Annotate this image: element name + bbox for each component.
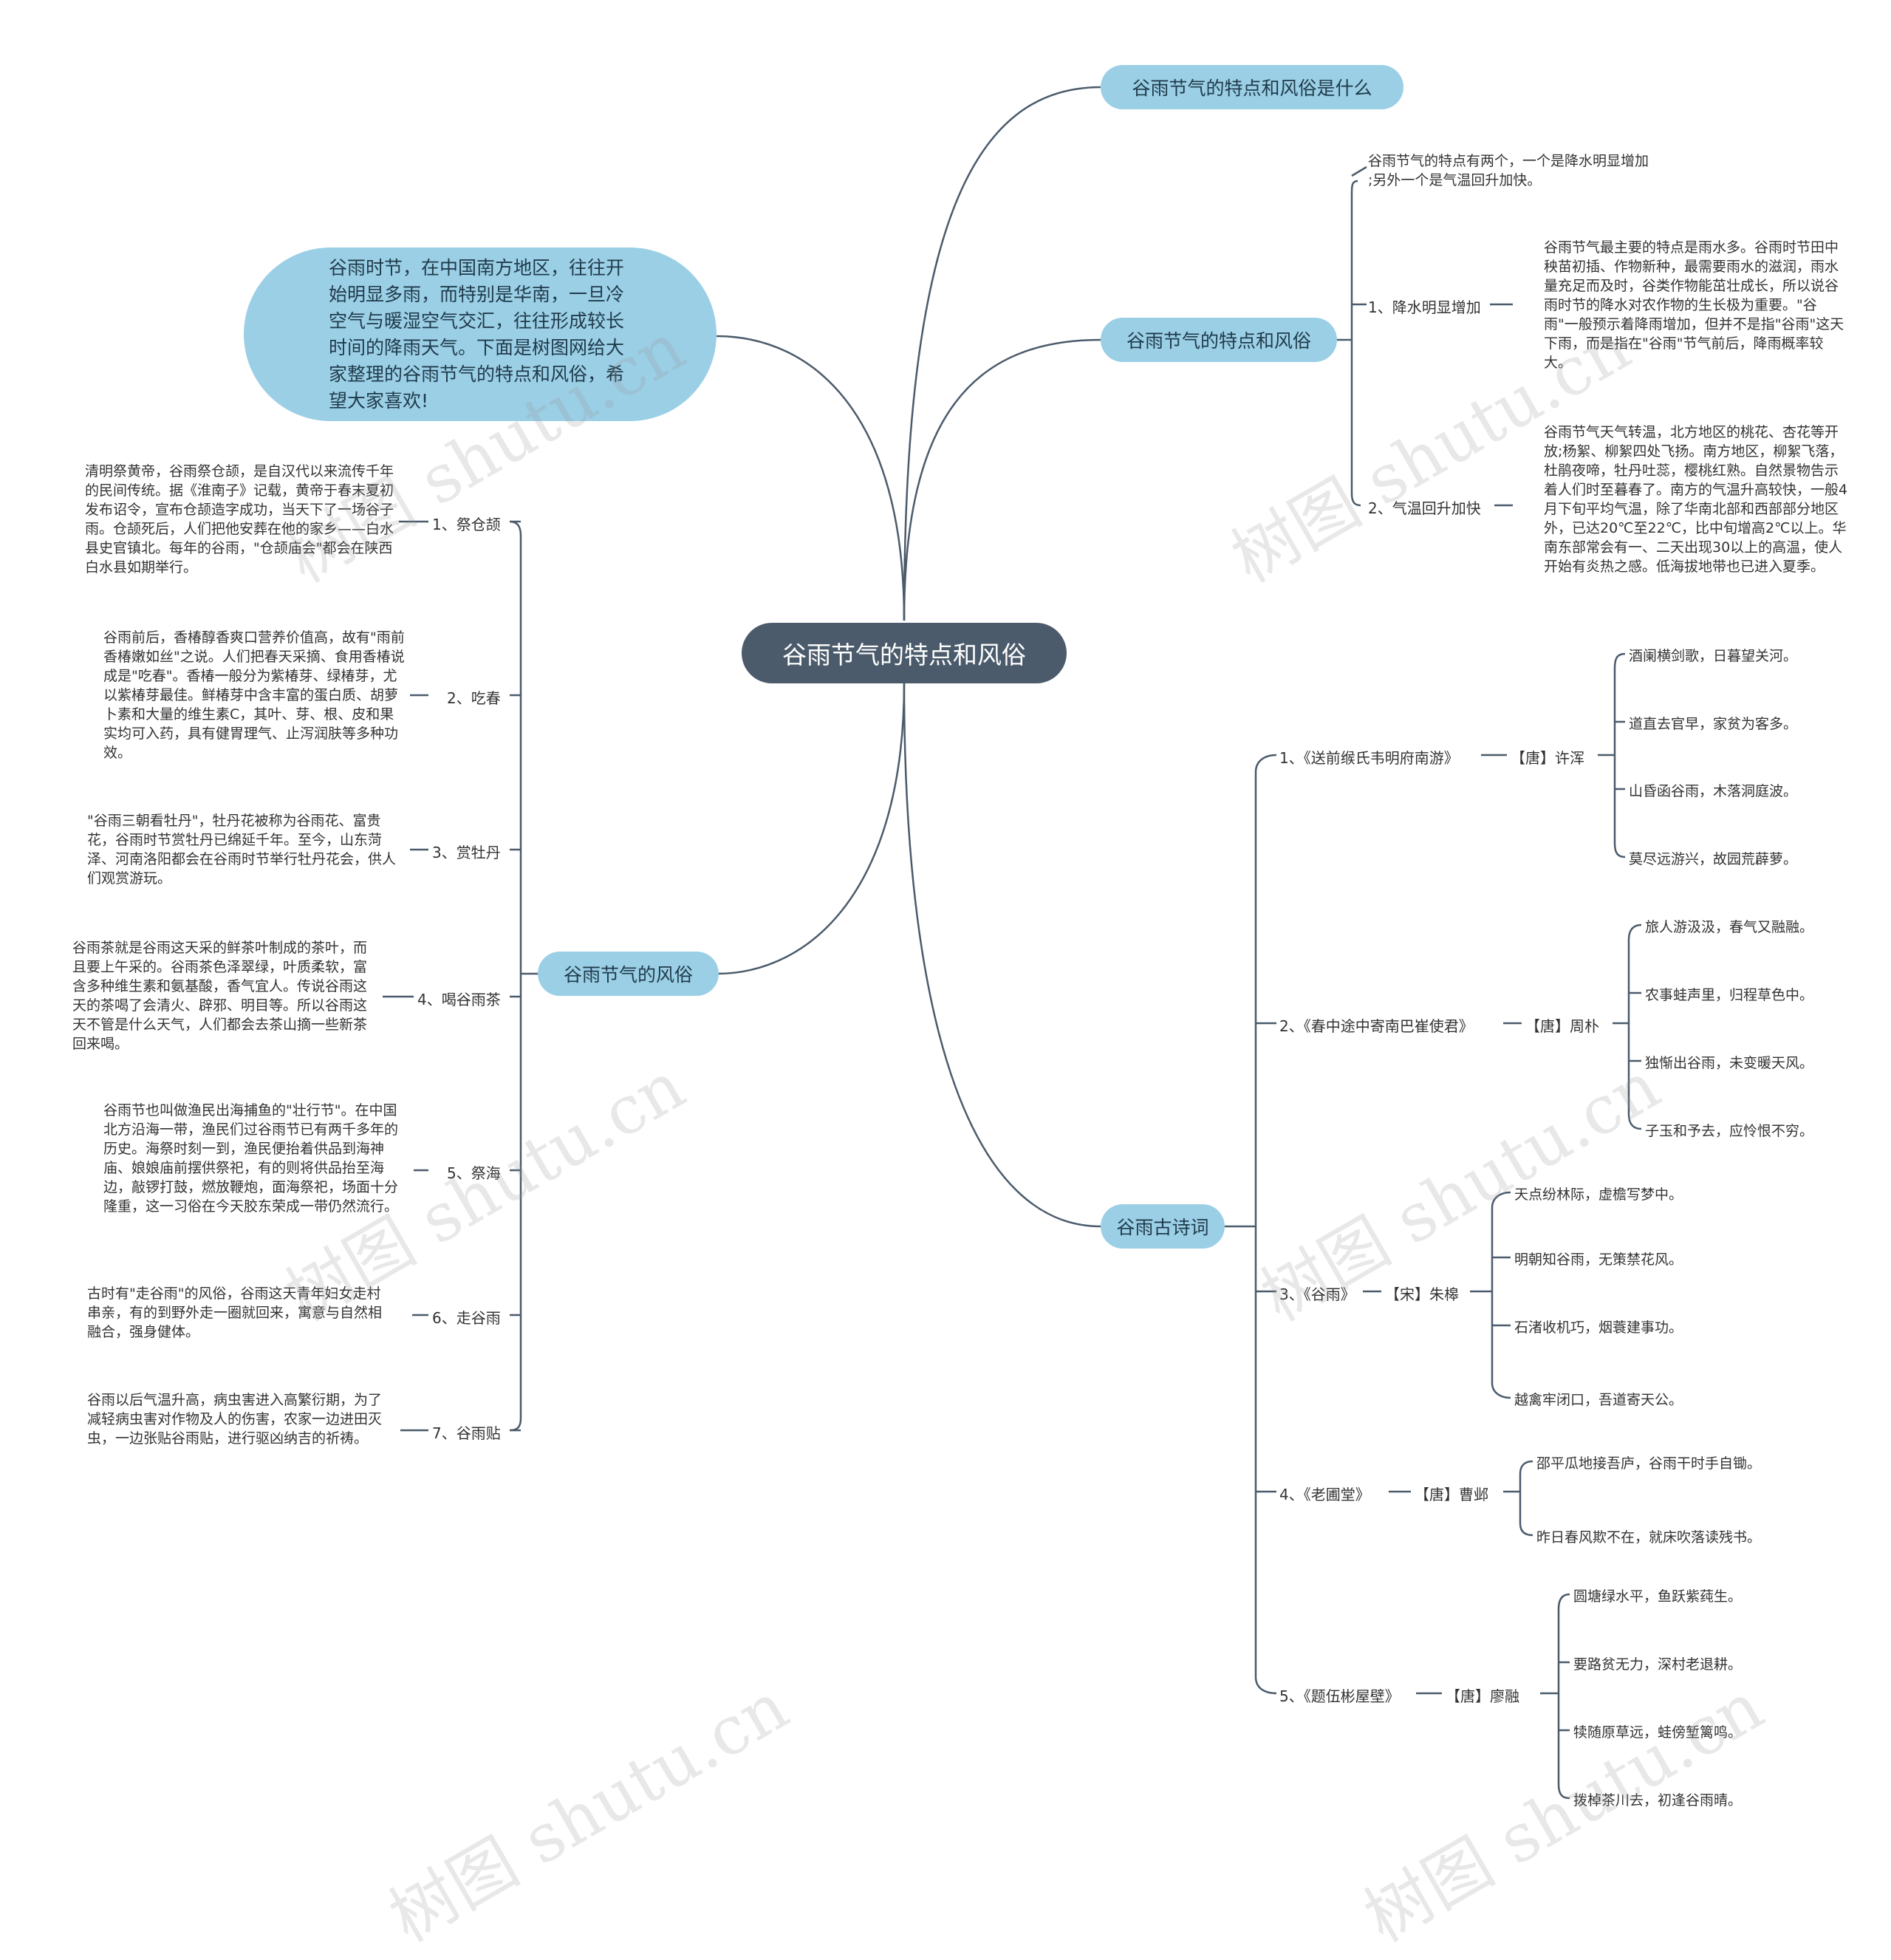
feature-text-temp: 谷雨节气天气转温，北方地区的桃花、杏花等开放;杨絮、柳絮四处飞扬。南方地区，柳絮… (1544, 424, 1848, 575)
root-topic[interactable]: 谷雨节气的特点和风俗 (742, 623, 1067, 683)
poem-1-line-2: 道直去官早，家贫为客多。 (1629, 716, 1798, 732)
poem-5-line-3: 犊随原草远，蛙傍堑篱鸣。 (1573, 1724, 1743, 1741)
poem-5-title[interactable]: 5、《题伍彬屋壁》 (1279, 1687, 1400, 1705)
intro-bubble[interactable] (244, 247, 717, 421)
custom-label-4[interactable]: 4、喝谷雨茶 (417, 991, 501, 1008)
poem-1-author[interactable]: 【唐】许浑 (1511, 749, 1584, 767)
poem-2-line-1: 旅人游汲汲，春气又融融。 (1645, 919, 1814, 935)
branch-what[interactable]: 谷雨节气的特点和风俗是什么 (1101, 65, 1403, 109)
branch-poems[interactable]: 谷雨古诗词 (1101, 1204, 1225, 1249)
poem-5-line-1: 圆塘绿水平，鱼跃紫莼生。 (1573, 1588, 1743, 1605)
custom-text-1: 清明祭黄帝，谷雨祭仓颉，是自汉代以来流传千年的民间传统。据《淮南子》记载，黄帝于… (85, 463, 394, 576)
poem-3-line-3: 石渚收机巧，烟蓑建事功。 (1514, 1319, 1683, 1336)
custom-text-2: 谷雨前后，香椿醇香爽口营养价值高，故有"雨前香椿嫩如丝"之说。人们把春天采摘、食… (103, 629, 405, 761)
poem-3-line-2: 明朝知谷雨，无策禁花风。 (1514, 1252, 1683, 1268)
custom-text-5: 谷雨节也叫做渔民出海捕鱼的"壮行节"。在中国北方沿海一带，渔民们过谷雨节已有两千… (103, 1102, 399, 1215)
poem-1-title[interactable]: 1、《送前缑氏韦明府南游》 (1279, 749, 1459, 767)
poem-4-line-1: 邵平瓜地接吾庐，谷雨干时手自锄。 (1536, 1455, 1762, 1472)
poem-1-line-1: 酒阑横剑歌，日暮望关河。 (1629, 648, 1798, 664)
custom-text-7: 谷雨以后气温升高，病虫害进入高繁衍期，为了减轻病虫害对作物及人的伤害，农家一边进… (87, 1392, 383, 1447)
poem-2-title[interactable]: 2、《春中途中寄南巴崔使君》 (1279, 1017, 1474, 1035)
custom-label-5[interactable]: 5、祭海 (447, 1164, 501, 1182)
poem-5-line-2: 要路贫无力，深村老退耕。 (1573, 1656, 1743, 1673)
poem-3-line-4: 越禽牢闭口，吾道寄天公。 (1514, 1392, 1683, 1408)
features-summary: 谷雨节气的特点有两个，一个是降水明显增加 ;另外一个是气温回升加快。 (1368, 153, 1649, 188)
poem-3-author[interactable]: 【宋】朱槔 (1385, 1285, 1459, 1303)
poem-3-title[interactable]: 3、《谷雨》 (1279, 1285, 1355, 1303)
poem-4-line-2: 昨日春风欺不在，就床吹落读残书。 (1536, 1529, 1762, 1546)
poem-2-line-3: 独惭出谷雨，未变暖天风。 (1645, 1055, 1814, 1071)
poem-4-title[interactable]: 4、《老圃堂》 (1279, 1486, 1370, 1503)
custom-label-1[interactable]: 1、祭仓颉 (432, 516, 501, 533)
branch-customs[interactable]: 谷雨节气的风俗 (538, 952, 719, 996)
poem-2-author[interactable]: 【唐】周朴 (1525, 1017, 1599, 1035)
poem-2-line-2: 农事蛙声里，归程草色中。 (1645, 987, 1814, 1003)
poem-5-line-4: 拨棹茶川去，初逢谷雨晴。 (1573, 1792, 1743, 1809)
poem-5-author[interactable]: 【唐】廖融 (1446, 1687, 1519, 1705)
connector-lines (383, 86, 1642, 1800)
poem-1-line-4: 莫尽远游兴，故园荒薜萝。 (1629, 851, 1798, 867)
intro-text: 谷雨时节，在中国南方地区，往往开始明显多雨，而特别是华南，一旦冷空气与暖湿空气交… (329, 257, 625, 412)
poem-3-line-1: 天点纷林际，虚檐写梦中。 (1514, 1186, 1683, 1203)
custom-text-4: 谷雨茶就是谷雨这天采的鲜茶叶制成的茶叶，而且要上午采的。谷雨茶色泽翠绿，叶质柔软… (72, 940, 368, 1052)
feature-label-rain[interactable]: 1、降水明显增加 (1368, 298, 1481, 316)
poem-2-line-4: 子玉和予去，应怜恨不穷。 (1645, 1123, 1814, 1139)
custom-label-6[interactable]: 6、走谷雨 (432, 1309, 501, 1327)
poem-1-line-3: 山昏函谷雨，木落洞庭波。 (1629, 783, 1798, 799)
custom-label-3[interactable]: 3、赏牡丹 (432, 844, 501, 861)
custom-label-2[interactable]: 2、吃春 (447, 689, 501, 707)
branch-features[interactable]: 谷雨节气的特点和风俗 (1101, 318, 1337, 362)
custom-text-3: "谷雨三朝看牡丹"，牡丹花被称为谷雨花、富贵花，谷雨时节赏牡丹已绵延千年。至今，… (87, 813, 397, 887)
custom-text-6: 古时有"走谷雨"的风俗，谷雨这天青年妇女走村串亲，有的到野外走一圈就回来，寓意与… (87, 1285, 383, 1340)
feature-text-rain: 谷雨节气最主要的特点是雨水多。谷雨时节田中秧苗初插、作物新种，最需要雨水的滋润，… (1544, 239, 1844, 371)
custom-label-7[interactable]: 7、谷雨贴 (432, 1424, 501, 1442)
mind-map-canvas: 谷雨节气的特点和风俗 谷雨时节，在中国南方地区，往往开始明显多雨，而特别是华南，… (72, 65, 1848, 1957)
feature-label-temp[interactable]: 2、气温回升加快 (1368, 499, 1481, 517)
poem-4-author[interactable]: 【唐】曹邺 (1415, 1486, 1488, 1503)
